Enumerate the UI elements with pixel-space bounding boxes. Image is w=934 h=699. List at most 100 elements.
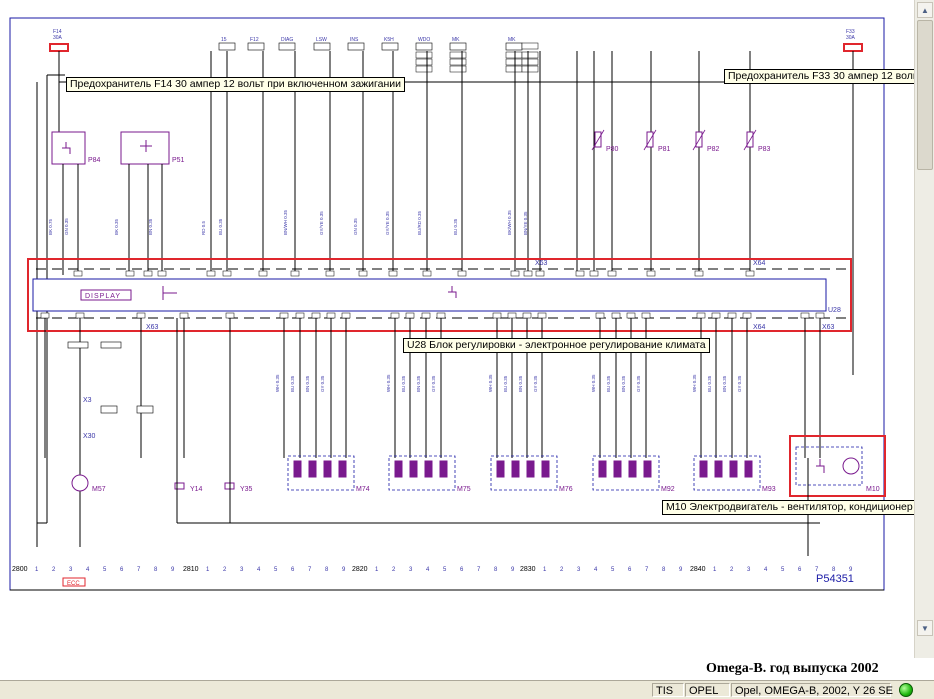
wire-code: GY 0.35 (431, 375, 436, 392)
connector-x64-top: X64 (753, 260, 766, 267)
pin-top (575, 270, 585, 277)
ruler-minor: 8 (154, 567, 158, 573)
actuator-coil (323, 460, 332, 478)
arrow-down-icon[interactable]: ▼ (917, 620, 933, 636)
pin-top (73, 270, 83, 277)
page-reference: P54351 (816, 573, 854, 585)
terminal-box (415, 51, 433, 59)
actuator-housing (592, 455, 660, 491)
wire-code: BK 0.35 (114, 218, 119, 235)
connector-box (100, 405, 118, 414)
pin-bottom (626, 312, 636, 319)
ruler-minor: 6 (628, 567, 632, 573)
pin-top (222, 270, 232, 277)
wire-code: BN 0.35 (148, 218, 153, 235)
actuator-coil (729, 460, 738, 478)
fuse-f14 (49, 43, 69, 52)
terminal-box (449, 51, 467, 59)
vertical-scrollbar[interactable]: ▲ ▼ (914, 0, 934, 658)
connector-x63-mid: X63 (146, 324, 159, 331)
module-switch-symbol (162, 286, 457, 300)
pin-bottom (727, 312, 737, 319)
ruler-minor: 1 (35, 567, 39, 573)
component-m10-label: M10 (866, 486, 880, 493)
pin-top (694, 270, 704, 277)
wire-code: BN 0.35 (416, 375, 421, 392)
relay-p51-label: P51 (172, 157, 185, 164)
actuator-coil (338, 460, 347, 478)
ruler-minor: 9 (342, 567, 346, 573)
pin-bottom (537, 312, 547, 319)
status-brand: OPEL (685, 683, 730, 697)
terminal-box (218, 42, 236, 51)
terminal-box (521, 65, 539, 73)
pin-bottom (742, 312, 752, 319)
pin-top (143, 270, 153, 277)
module-u28-highlight (27, 258, 852, 332)
component-m10-motor (842, 457, 860, 475)
fuse-f33-rating: 30A (846, 35, 856, 41)
wire-code: BN 0.35 (305, 375, 310, 392)
component-m10-housing (795, 446, 863, 486)
ruler-minor: 7 (477, 567, 481, 573)
ruler-minor: 3 (747, 567, 751, 573)
pin-top (510, 270, 520, 277)
scroll-thumb[interactable] (917, 20, 933, 170)
wire-code: BU 0.35 (606, 375, 611, 392)
terminal-label: DIAG (281, 37, 293, 43)
resistor-arrow (643, 129, 657, 151)
callout-f14: Предохранитель F14 30 ампер 12 вольт при… (66, 77, 406, 92)
terminal-box (347, 42, 365, 51)
actuator-coil (496, 460, 505, 478)
module-u28-label: U28 (828, 307, 841, 314)
pin-bottom (279, 312, 289, 319)
pin-bottom (815, 312, 825, 319)
pin-bottom (492, 312, 502, 319)
pin-bottom (179, 312, 189, 319)
pin-top (745, 270, 755, 277)
page-caption: Omega-B. год выпуска 2002 (706, 661, 879, 676)
actuator-coil (308, 460, 317, 478)
ruler-minor: 3 (240, 567, 244, 573)
connector-x63-bottom: X63 (822, 324, 835, 331)
ruler-minor: 6 (798, 567, 802, 573)
ruler-minor: 3 (69, 567, 73, 573)
ruler-minor: 5 (274, 567, 278, 573)
resistor-label: P80 (606, 146, 619, 153)
ruler-minor: 1 (543, 567, 547, 573)
ruler-minor: 6 (120, 567, 124, 573)
ruler-minor: 3 (577, 567, 581, 573)
wire-code: BU 0.35 (218, 218, 223, 235)
actuator-coil (394, 460, 403, 478)
ruler-minor: 4 (594, 567, 598, 573)
connector-x64-bottom: X64 (753, 324, 766, 331)
connector-x3-label: X3 (83, 397, 92, 404)
terminal-box (381, 42, 399, 51)
actuator-coil (541, 460, 550, 478)
wire-code: BK 0.75 (48, 218, 53, 235)
pin-top (388, 270, 398, 277)
ruler-minor: 5 (611, 567, 615, 573)
terminal-box (505, 65, 523, 73)
callout-f33: Предохранитель F33 30 ампер 12 вольт (724, 69, 927, 84)
ruler-minor: 2 (52, 567, 56, 573)
ruler-major: 2830 (520, 566, 536, 573)
terminal-box (415, 42, 433, 51)
connector-box (100, 341, 122, 349)
resistor-arrow (692, 129, 706, 151)
resistor-label: P81 (658, 146, 671, 153)
display-label: DISPLAY (85, 293, 121, 300)
terminal-label: MK (452, 37, 460, 43)
relay-p84-symbol (62, 142, 71, 154)
arrow-up-icon[interactable]: ▲ (917, 2, 933, 18)
pin-top (589, 270, 599, 277)
wire-code: GN 0.35 (353, 218, 358, 235)
pin-top (457, 270, 467, 277)
pin-top (325, 270, 335, 277)
terminal-label: LSW (316, 37, 327, 43)
pin-top (206, 270, 216, 277)
pin-bottom (611, 312, 621, 319)
wire-code: WH 0.35 (591, 374, 596, 392)
